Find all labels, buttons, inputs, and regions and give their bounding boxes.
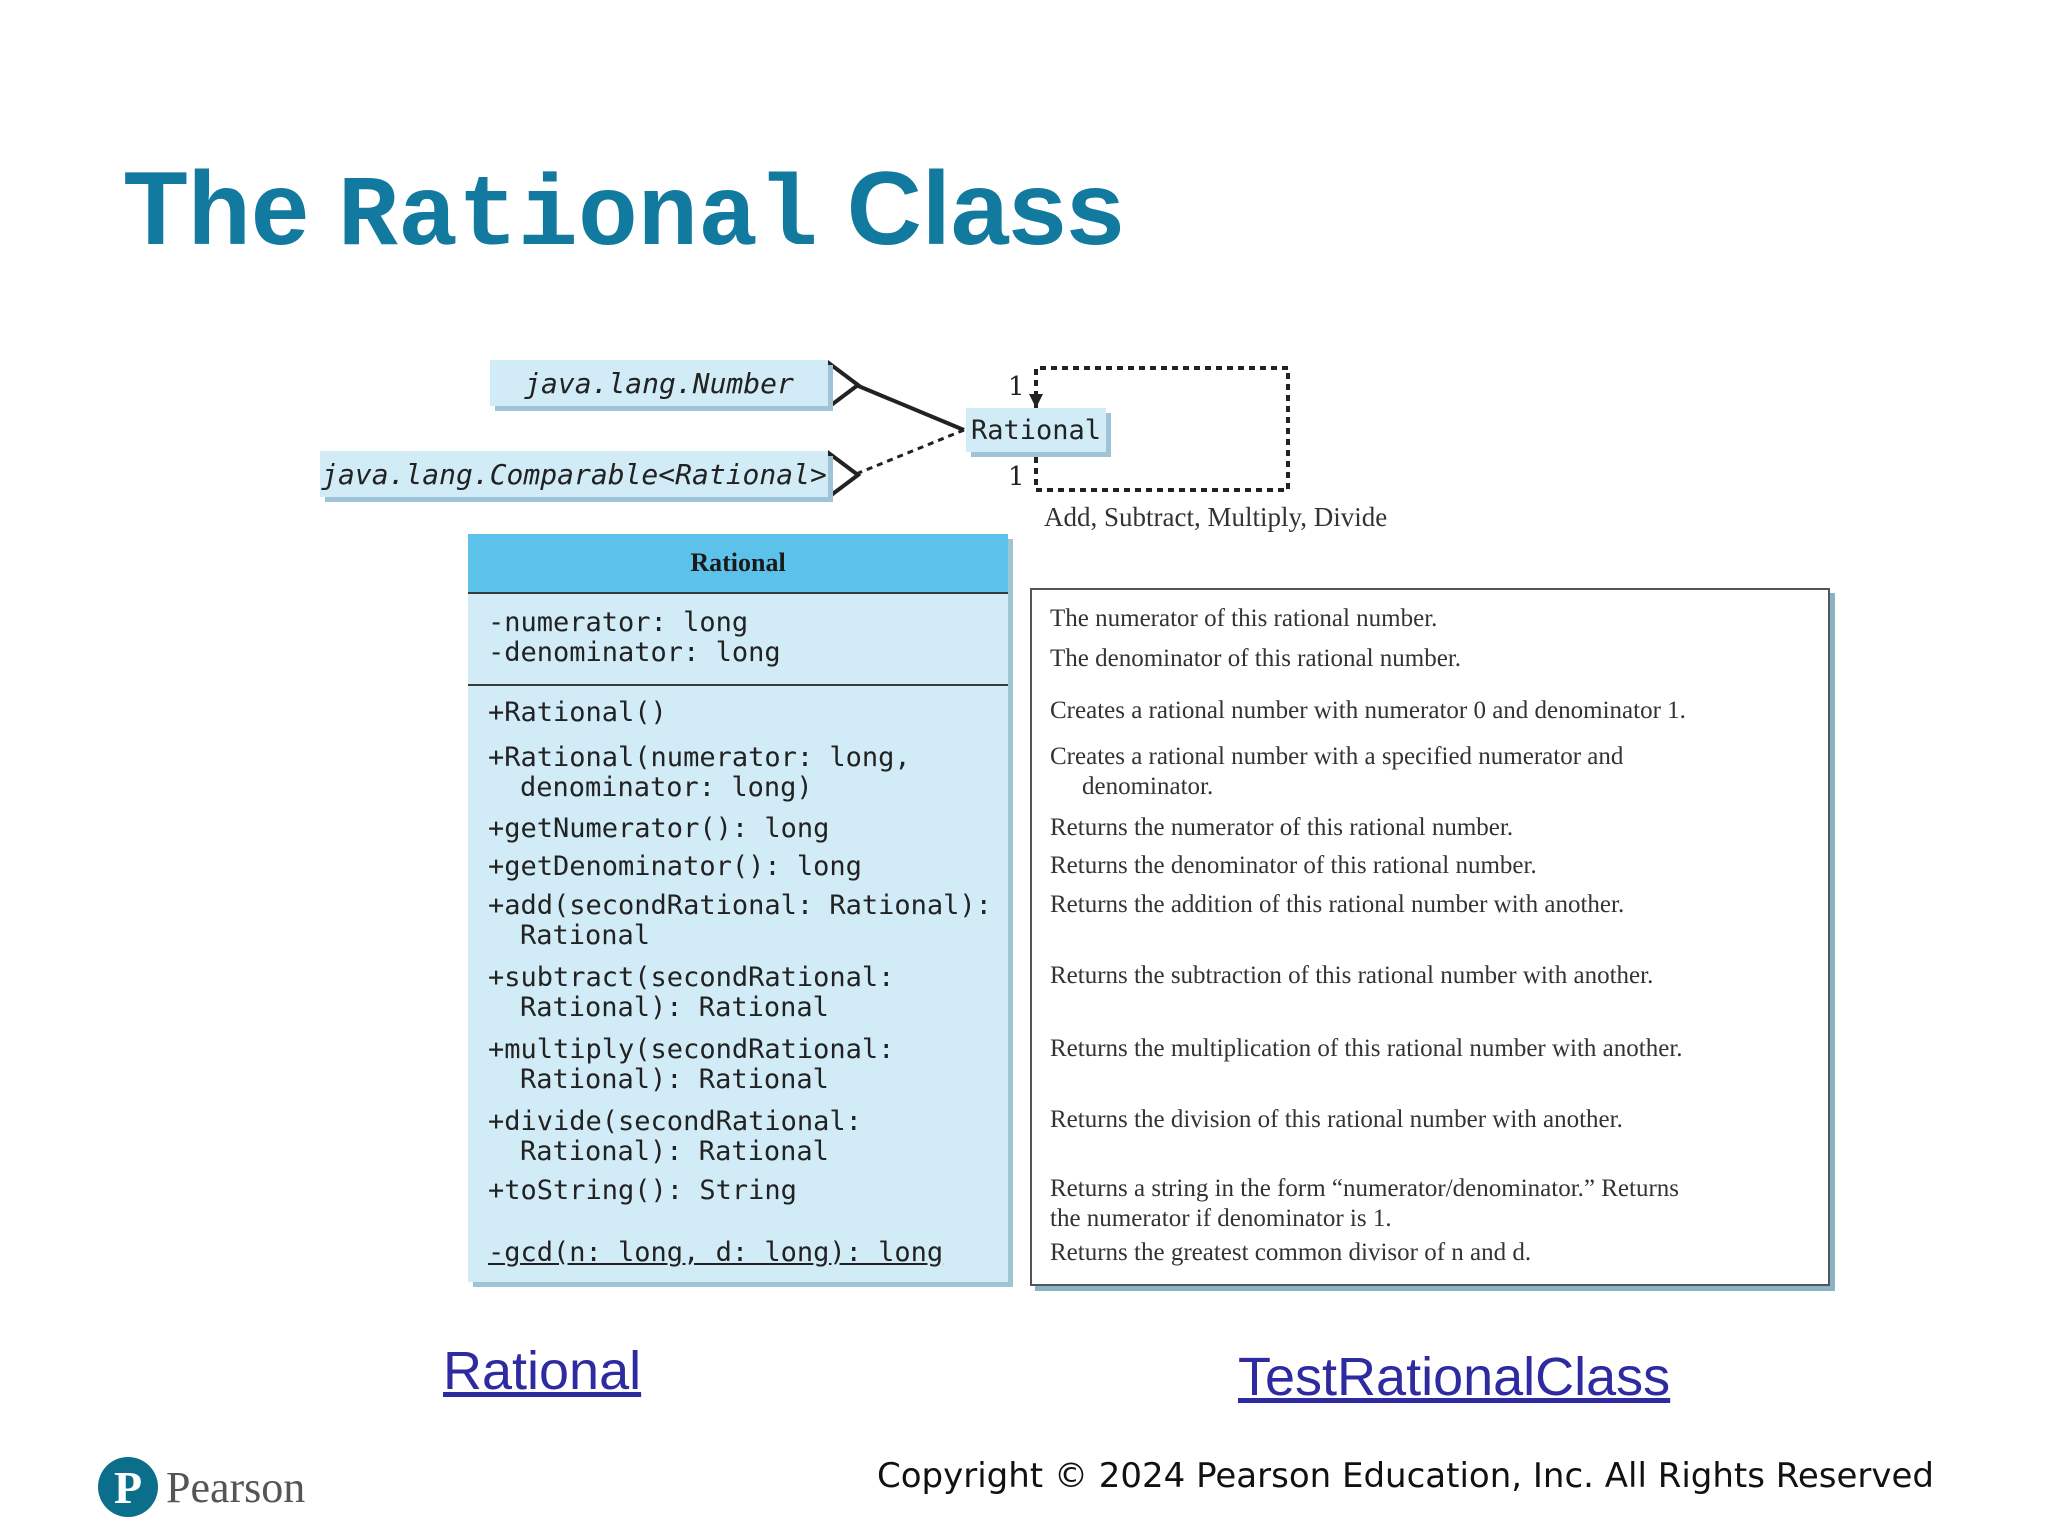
multiplicity-top: 1 <box>1008 372 1025 402</box>
pearson-logo-icon: P <box>98 1457 158 1517</box>
method-constructor-default: +Rational() <box>488 697 667 728</box>
self-association-loop <box>1034 366 1290 492</box>
uml-class-name: Rational <box>468 534 1008 594</box>
description-box: The numerator of this rational number. T… <box>1030 588 1830 1286</box>
title-part1: The <box>124 151 309 267</box>
extends-arrowhead <box>828 360 862 410</box>
desc-divide: Returns the division of this rational nu… <box>1050 1106 1623 1133</box>
implements-arrowhead <box>828 450 862 500</box>
desc-numerator: The numerator of this rational number. <box>1050 605 1438 632</box>
desc-constructor-default: Creates a rational number with numerator… <box>1050 697 1686 724</box>
uml-class-box: Rational -numerator: long -denominator: … <box>468 534 1008 1282</box>
desc-constructor-args: Creates a rational number with a specifi… <box>1050 743 1624 800</box>
pearson-logo-text: Pearson <box>166 1462 306 1512</box>
number-interface-box: java.lang.Number <box>490 360 828 406</box>
method-subtract: +subtract(secondRational:Rational): Rati… <box>488 962 895 1023</box>
desc-multiply: Returns the multiplication of this ratio… <box>1050 1035 1683 1062</box>
desc-gcd: Returns the greatest common divisor of n… <box>1050 1239 1532 1266</box>
method-constructor-args: +Rational(numerator: long,denominator: l… <box>488 742 911 803</box>
number-interface-label: java.lang.Number <box>524 366 794 400</box>
rational-link[interactable]: Rational <box>443 1341 642 1401</box>
uml-attributes: -numerator: long -denominator: long <box>468 594 1008 686</box>
method-add: +add(secondRational: Rational):Rational <box>488 890 992 951</box>
method-get-denominator: +getDenominator(): long <box>488 851 862 882</box>
title-code: Rational <box>337 162 818 275</box>
desc-get-denominator: Returns the denominator of this rational… <box>1050 852 1537 879</box>
test-rational-class-link[interactable]: TestRationalClass <box>1238 1347 1671 1407</box>
method-divide: +divide(secondRational:Rational): Ration… <box>488 1106 862 1167</box>
rational-small-label: Rational <box>970 414 1102 446</box>
desc-subtract: Returns the subtraction of this rational… <box>1050 962 1654 989</box>
extends-line <box>855 383 965 432</box>
desc-to-string: Returns a string in the form “numerator/… <box>1050 1175 1680 1232</box>
implements-line <box>855 428 965 476</box>
attr-denominator: -denominator: long <box>488 637 781 668</box>
association-label: Add, Subtract, Multiply, Divide <box>1044 502 1388 532</box>
desc-denominator: The denominator of this rational number. <box>1050 645 1462 672</box>
rational-small-box: Rational <box>966 408 1106 452</box>
method-multiply: +multiply(secondRational:Rational): Rati… <box>488 1034 895 1095</box>
slide-title: The Rational Class <box>124 150 1124 276</box>
desc-get-numerator: Returns the numerator of this rational n… <box>1050 814 1514 841</box>
attr-numerator: -numerator: long <box>488 607 749 638</box>
title-part2: Class <box>846 151 1125 267</box>
comparable-interface-box: java.lang.Comparable<Rational> <box>320 451 828 497</box>
comparable-interface-label: java.lang.Comparable<Rational> <box>321 457 827 491</box>
method-gcd: -gcd(n: long, d: long): long <box>488 1237 944 1268</box>
copyright-text: Copyright © 2024 Pearson Education, Inc.… <box>877 1456 1935 1496</box>
multiplicity-bottom: 1 <box>1008 462 1025 492</box>
method-to-string: +toString(): String <box>488 1175 797 1206</box>
desc-add: Returns the addition of this rational nu… <box>1050 891 1625 918</box>
association-arrowhead <box>1029 394 1043 408</box>
method-get-numerator: +getNumerator(): long <box>488 813 830 844</box>
uml-methods: +Rational() +Rational(numerator: long,de… <box>468 686 1008 1282</box>
pearson-logo: P Pearson <box>98 1457 305 1517</box>
